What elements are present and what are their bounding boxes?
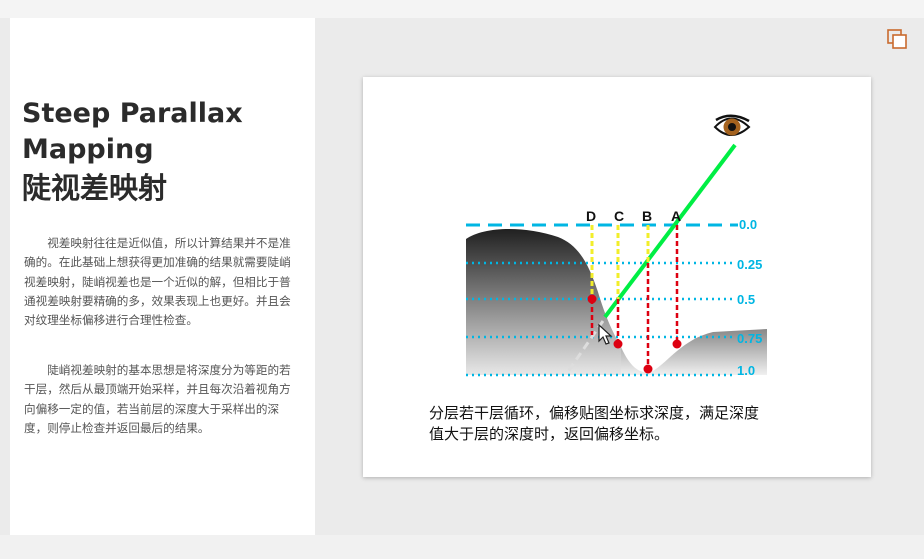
eye-icon [713, 114, 751, 136]
view-ray [603, 143, 737, 319]
sample-dot-A [672, 339, 682, 349]
point-label-D: D [586, 208, 596, 224]
layer-label-0: 0.0 [739, 217, 757, 232]
restore-window-icon[interactable] [886, 28, 908, 50]
caption-line-2: 值大于层的深度时，返回偏移坐标。 [429, 425, 670, 443]
diagram-card: D C B A 0.0 0.25 0.5 0.75 1.0 分层若干层循环，偏移… [363, 77, 871, 477]
steep-parallax-diagram: D C B A 0.0 0.25 0.5 0.75 1.0 [466, 114, 767, 378]
mouse-cursor-icon [598, 323, 613, 345]
caption-line-1: 分层若干层循环，偏移贴图坐标求深度，满足深度 [429, 404, 760, 422]
view-ray-extension [565, 320, 605, 374]
sample-dot-D [587, 294, 597, 304]
description-paragraph-2: 陡峭视差映射的基本思想是将深度分为等距的若干层，然后从最顶端开始采样，并且每次沿… [24, 363, 291, 435]
point-label-C: C [614, 208, 624, 224]
notes-panel [10, 18, 315, 535]
height-field-left [466, 228, 621, 375]
depth-layer-lines [466, 223, 738, 377]
title-line-2: Mapping [22, 134, 154, 165]
title-line-3: 陡视差映射 [22, 171, 168, 205]
height-field-right [621, 329, 767, 375]
slide-title: Steep Parallax Mapping 陡视差映射 [22, 96, 302, 208]
bottom-strip [0, 535, 924, 559]
layer-label-075: 0.75 [737, 331, 762, 346]
point-label-A: A [671, 208, 681, 224]
sample-dot-C [613, 339, 623, 349]
point-label-B: B [642, 208, 652, 224]
title-line-1: Steep Parallax [22, 98, 243, 129]
top-strip [0, 0, 924, 18]
description-paragraph-1: 视差映射往往是近似值，所以计算结果并不是准确的。在此基础上想获得更加准确的结果就… [24, 236, 291, 328]
layer-label-05: 0.5 [737, 292, 755, 307]
layer-label-1: 1.0 [737, 363, 755, 378]
layer-label-025: 0.25 [737, 257, 762, 272]
sample-dot-B [643, 364, 653, 374]
diagram-caption: 分层若干层循环，偏移贴图坐标求深度，满足深度 值大于层的深度时，返回偏移坐标。 [429, 403, 849, 445]
